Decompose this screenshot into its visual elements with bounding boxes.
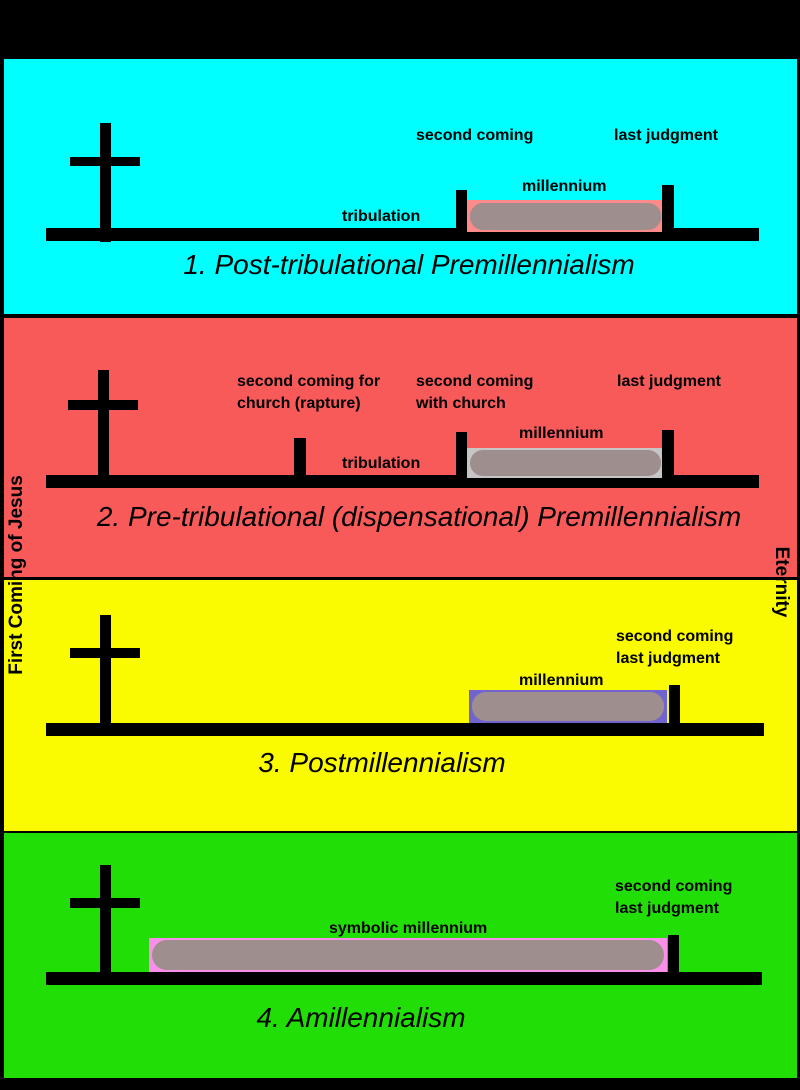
last-judgment-label: last judgment	[614, 127, 719, 144]
panel-title: 4. Amillennialism	[256, 1002, 466, 1033]
millennium-bar	[152, 940, 664, 970]
last-judgment-tick	[662, 185, 674, 241]
millennium-label: millennium	[519, 425, 604, 442]
rapture-label-line2: church (rapture)	[237, 395, 361, 412]
panel-post-tribulational-premillennialism: second coming last judgment millennium t…	[4, 59, 797, 314]
rapture-tick	[294, 438, 306, 488]
second-coming-tick	[456, 190, 467, 241]
panel-amillennialism: second coming last judgment symbolic mil…	[4, 833, 797, 1078]
cross-horizontal-bar	[70, 157, 140, 166]
tribulation-label: tribulation	[342, 455, 421, 472]
millennium-bar	[470, 450, 661, 476]
panel-pre-tribulational-premillennialism: second coming for church (rapture) secon…	[4, 318, 797, 577]
tribulation-label: tribulation	[342, 208, 421, 225]
first-coming-of-jesus-label: First Coming of Jesus	[6, 475, 27, 675]
panel-title: 2. Pre-tribulational (dispensational) Pr…	[96, 501, 742, 532]
millennium-bar	[472, 692, 664, 721]
eternity-label: Eternity	[771, 546, 792, 618]
second-coming-tick	[456, 432, 467, 488]
second-coming-label: second coming	[416, 127, 534, 144]
last-judgment-tick	[662, 430, 674, 488]
second-coming-last-judgment-tick	[668, 935, 679, 985]
last-judgment-label: last judgment	[617, 373, 722, 390]
panel-postmillennialism: second coming last judgment millennium 3…	[4, 580, 797, 831]
panel-title: 3. Postmillennialism	[258, 747, 506, 778]
cross-vertical-bar	[100, 615, 111, 735]
cross-icon	[70, 123, 140, 242]
second-coming-last-judgment-tick	[669, 685, 680, 736]
last-judgment-label: last judgment	[616, 650, 721, 667]
second-coming-label: second coming	[615, 878, 733, 895]
timeline	[46, 723, 764, 736]
second-coming-label: second coming	[616, 628, 734, 645]
second-coming-label-line1: second coming	[416, 373, 534, 390]
symbolic-millennium-label: symbolic millennium	[329, 920, 488, 937]
cross-icon	[70, 865, 140, 985]
last-judgment-label: last judgment	[615, 900, 720, 917]
timeline	[46, 475, 759, 488]
cross-horizontal-bar	[70, 898, 140, 908]
second-coming-label-line2: with church	[416, 395, 506, 412]
cross-vertical-bar	[100, 123, 111, 242]
timeline	[46, 972, 762, 985]
cross-vertical-bar	[100, 865, 111, 985]
millennium-label: millennium	[519, 672, 604, 689]
cross-icon	[68, 370, 138, 488]
cross-vertical-bar	[98, 370, 109, 488]
cross-horizontal-bar	[70, 648, 140, 658]
rapture-label-line1: second coming for	[237, 373, 381, 390]
panel-title: 1. Post-tribulational Premillennialism	[183, 249, 635, 280]
millennium-label: millennium	[522, 178, 607, 195]
cross-horizontal-bar	[68, 400, 138, 410]
millennium-bar	[470, 203, 661, 230]
cross-icon	[70, 615, 140, 735]
